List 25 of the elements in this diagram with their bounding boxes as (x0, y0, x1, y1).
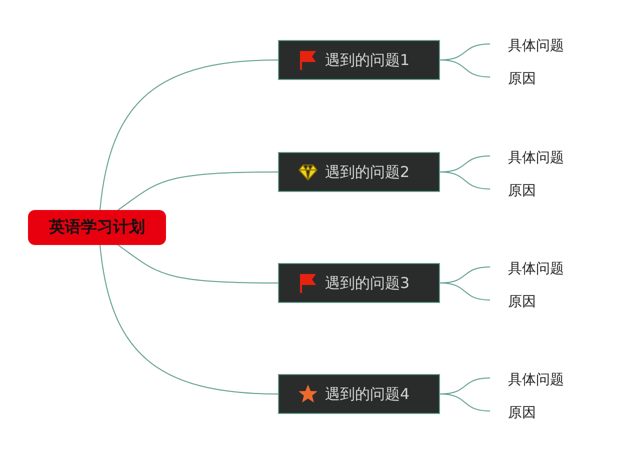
connector-line (118, 172, 278, 210)
subtopic-text: 原因 (490, 68, 600, 90)
central-topic: 英语学习计划 (28, 210, 166, 245)
subtopic-text: 原因 (490, 402, 600, 424)
topic-box (278, 374, 440, 414)
connector-line (118, 244, 278, 284)
connector-line (440, 282, 490, 300)
topic-box (278, 263, 440, 303)
connector-line (100, 60, 278, 210)
topic-label: 遇到的问题3 (325, 274, 410, 292)
topic-label: 遇到的问题1 (325, 50, 410, 70)
subtopic-text: 原因 (490, 180, 600, 202)
subtopic-text: 具体问题 (490, 369, 600, 391)
connector-line (440, 394, 490, 412)
topic-box (278, 40, 440, 80)
connector-line (100, 244, 278, 394)
topic-box (278, 152, 440, 192)
topic-label: 遇到的问题2 (325, 162, 410, 182)
subtopic-text: 具体问题 (490, 258, 600, 280)
subtopic-text: 原因 (490, 291, 600, 313)
subtopic-text: 具体问题 (490, 147, 600, 169)
connector-line (440, 172, 490, 190)
subtopic-text: 具体问题 (490, 35, 600, 57)
topic-label: 遇到的问题4 (325, 384, 410, 404)
connector-line (440, 60, 490, 78)
